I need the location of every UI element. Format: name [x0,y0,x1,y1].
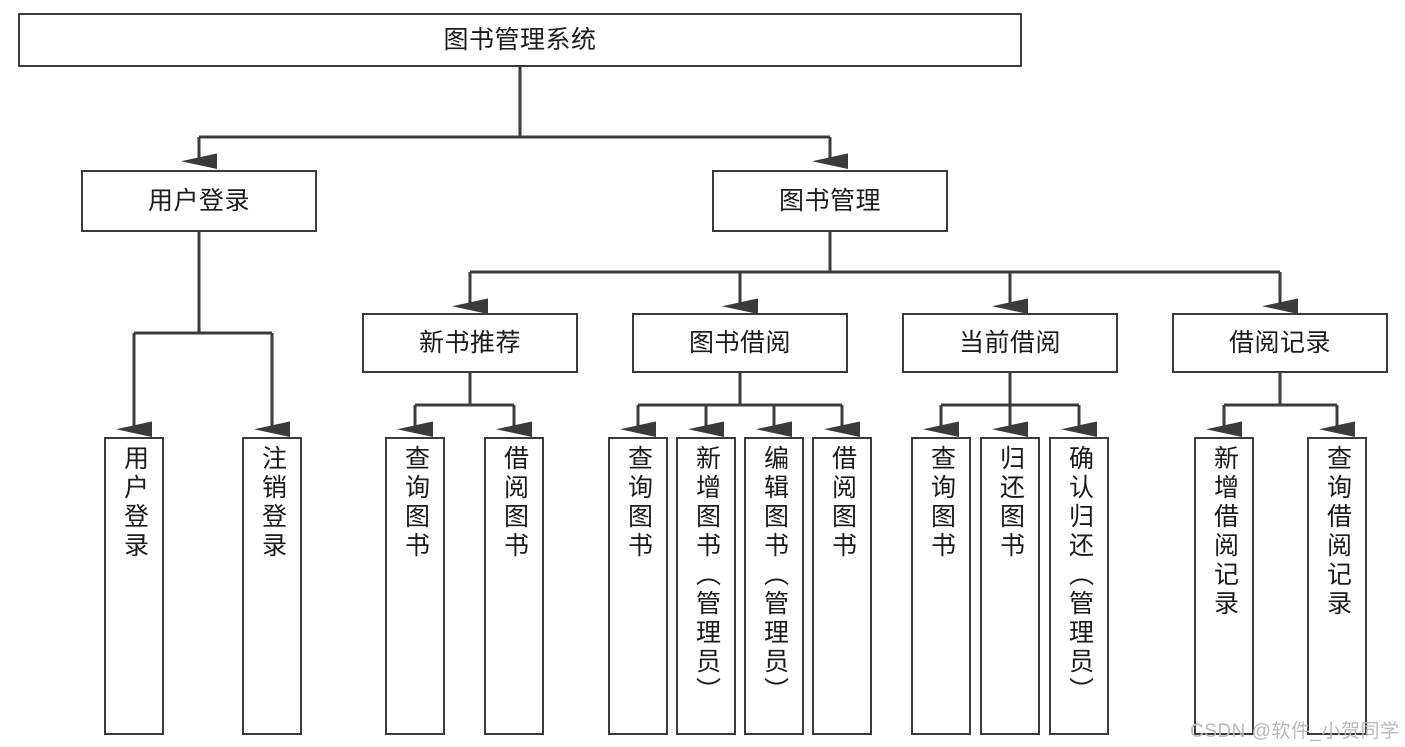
leaf-user-login-label: 用户登录 [120,445,149,561]
leaf-confirm-return[interactable]: 确认归还（管理员） [1049,437,1109,735]
leaf-borrow-book-2-label: 借阅图书 [828,445,857,561]
leaf-borrow-book-1-label: 借阅图书 [500,445,529,561]
leaf-borrow-book-2[interactable]: 借阅图书 [812,437,872,735]
node-current-borrow-label: 当前借阅 [958,329,1061,357]
node-current-borrow[interactable]: 当前借阅 [902,313,1118,373]
csdn-watermark: CSDN @软件_小贺同学 [1190,721,1400,742]
node-root[interactable]: 图书管理系统 [18,13,1022,67]
leaf-edit-book[interactable]: 编辑图书（管理员） [744,437,804,735]
leaf-edit-book-label: 编辑图书（管理员） [760,445,789,706]
leaf-query-book-1-label: 查询图书 [401,445,430,561]
leaf-user-logout[interactable]: 注销登录 [242,437,302,735]
leaf-query-book-2-label: 查询图书 [624,445,653,561]
leaf-add-record[interactable]: 新增借阅记录 [1194,437,1254,735]
leaf-query-book-2[interactable]: 查询图书 [608,437,668,735]
node-book-borrow-label: 图书借阅 [688,329,791,357]
leaf-query-record[interactable]: 查询借阅记录 [1307,437,1367,735]
leaf-user-logout-label: 注销登录 [258,445,287,561]
leaf-add-book-label: 新增图书（管理员） [692,445,721,706]
leaf-add-record-label: 新增借阅记录 [1210,445,1239,619]
node-user-login-label: 用户登录 [147,187,250,215]
node-new-book-recommend-label: 新书推荐 [418,329,521,357]
node-book-manage-label: 图书管理 [778,187,881,215]
leaf-query-record-label: 查询借阅记录 [1323,445,1352,619]
node-root-label: 图书管理系统 [443,26,597,54]
node-new-book-recommend[interactable]: 新书推荐 [362,313,578,373]
leaf-add-book[interactable]: 新增图书（管理员） [676,437,736,735]
leaf-query-book-1[interactable]: 查询图书 [385,437,445,735]
node-book-manage[interactable]: 图书管理 [712,170,948,232]
leaf-query-book-3-label: 查询图书 [927,445,956,561]
node-borrow-record[interactable]: 借阅记录 [1172,313,1388,373]
node-book-borrow[interactable]: 图书借阅 [632,313,848,373]
leaf-query-book-3[interactable]: 查询图书 [911,437,971,735]
leaf-confirm-return-label: 确认归还（管理员） [1065,445,1094,706]
node-user-login[interactable]: 用户登录 [81,170,317,232]
leaf-user-login[interactable]: 用户登录 [104,437,164,735]
leaf-borrow-book-1[interactable]: 借阅图书 [484,437,544,735]
leaf-return-book[interactable]: 归还图书 [980,437,1040,735]
leaf-return-book-label: 归还图书 [996,445,1025,561]
node-borrow-record-label: 借阅记录 [1228,329,1331,357]
